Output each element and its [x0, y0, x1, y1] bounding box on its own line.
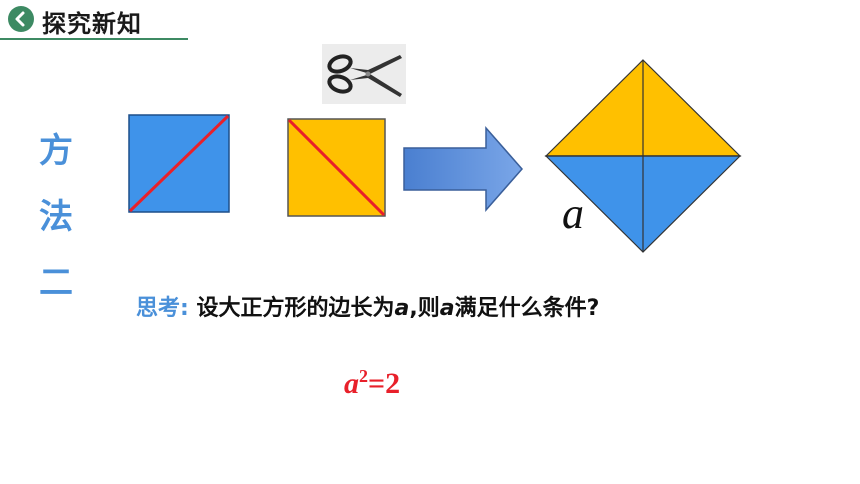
cut-line-left [128, 114, 230, 213]
chevron-left-icon [15, 11, 25, 27]
think-text-3: 满足什么条件? [454, 296, 600, 321]
method-label: 方 法 二 [36, 118, 76, 316]
think-text-1: 设大正方形的边长为 [196, 296, 395, 321]
answer-formula: a2=2 [344, 366, 400, 401]
method-char-2: 法 [39, 197, 73, 237]
think-question: 思考: 设大正方形的边长为a,则a满足什么条件? [136, 290, 599, 322]
section-title: 探究新知 [42, 10, 142, 38]
think-var-1: a [394, 296, 410, 321]
think-text-2: ,则 [409, 296, 440, 321]
method-char-1: 方 [39, 131, 73, 171]
section-header: 探究新知 [0, 0, 190, 40]
method-char-3: 二 [39, 263, 73, 303]
arrow-right-icon [403, 126, 523, 212]
formula-base: a [344, 367, 359, 400]
scissors-icon [322, 44, 406, 104]
formula-exponent: 2 [359, 366, 368, 386]
think-label: 思考: [136, 296, 189, 321]
yellow-square [287, 118, 386, 217]
think-var-2: a [439, 296, 455, 321]
side-length-label: a [562, 189, 584, 238]
header-underline [0, 38, 188, 40]
cut-line-right [287, 118, 386, 217]
blue-square [128, 114, 230, 213]
formula-rhs: =2 [368, 367, 401, 400]
back-badge[interactable] [8, 6, 34, 32]
assembled-diamond [544, 59, 742, 253]
